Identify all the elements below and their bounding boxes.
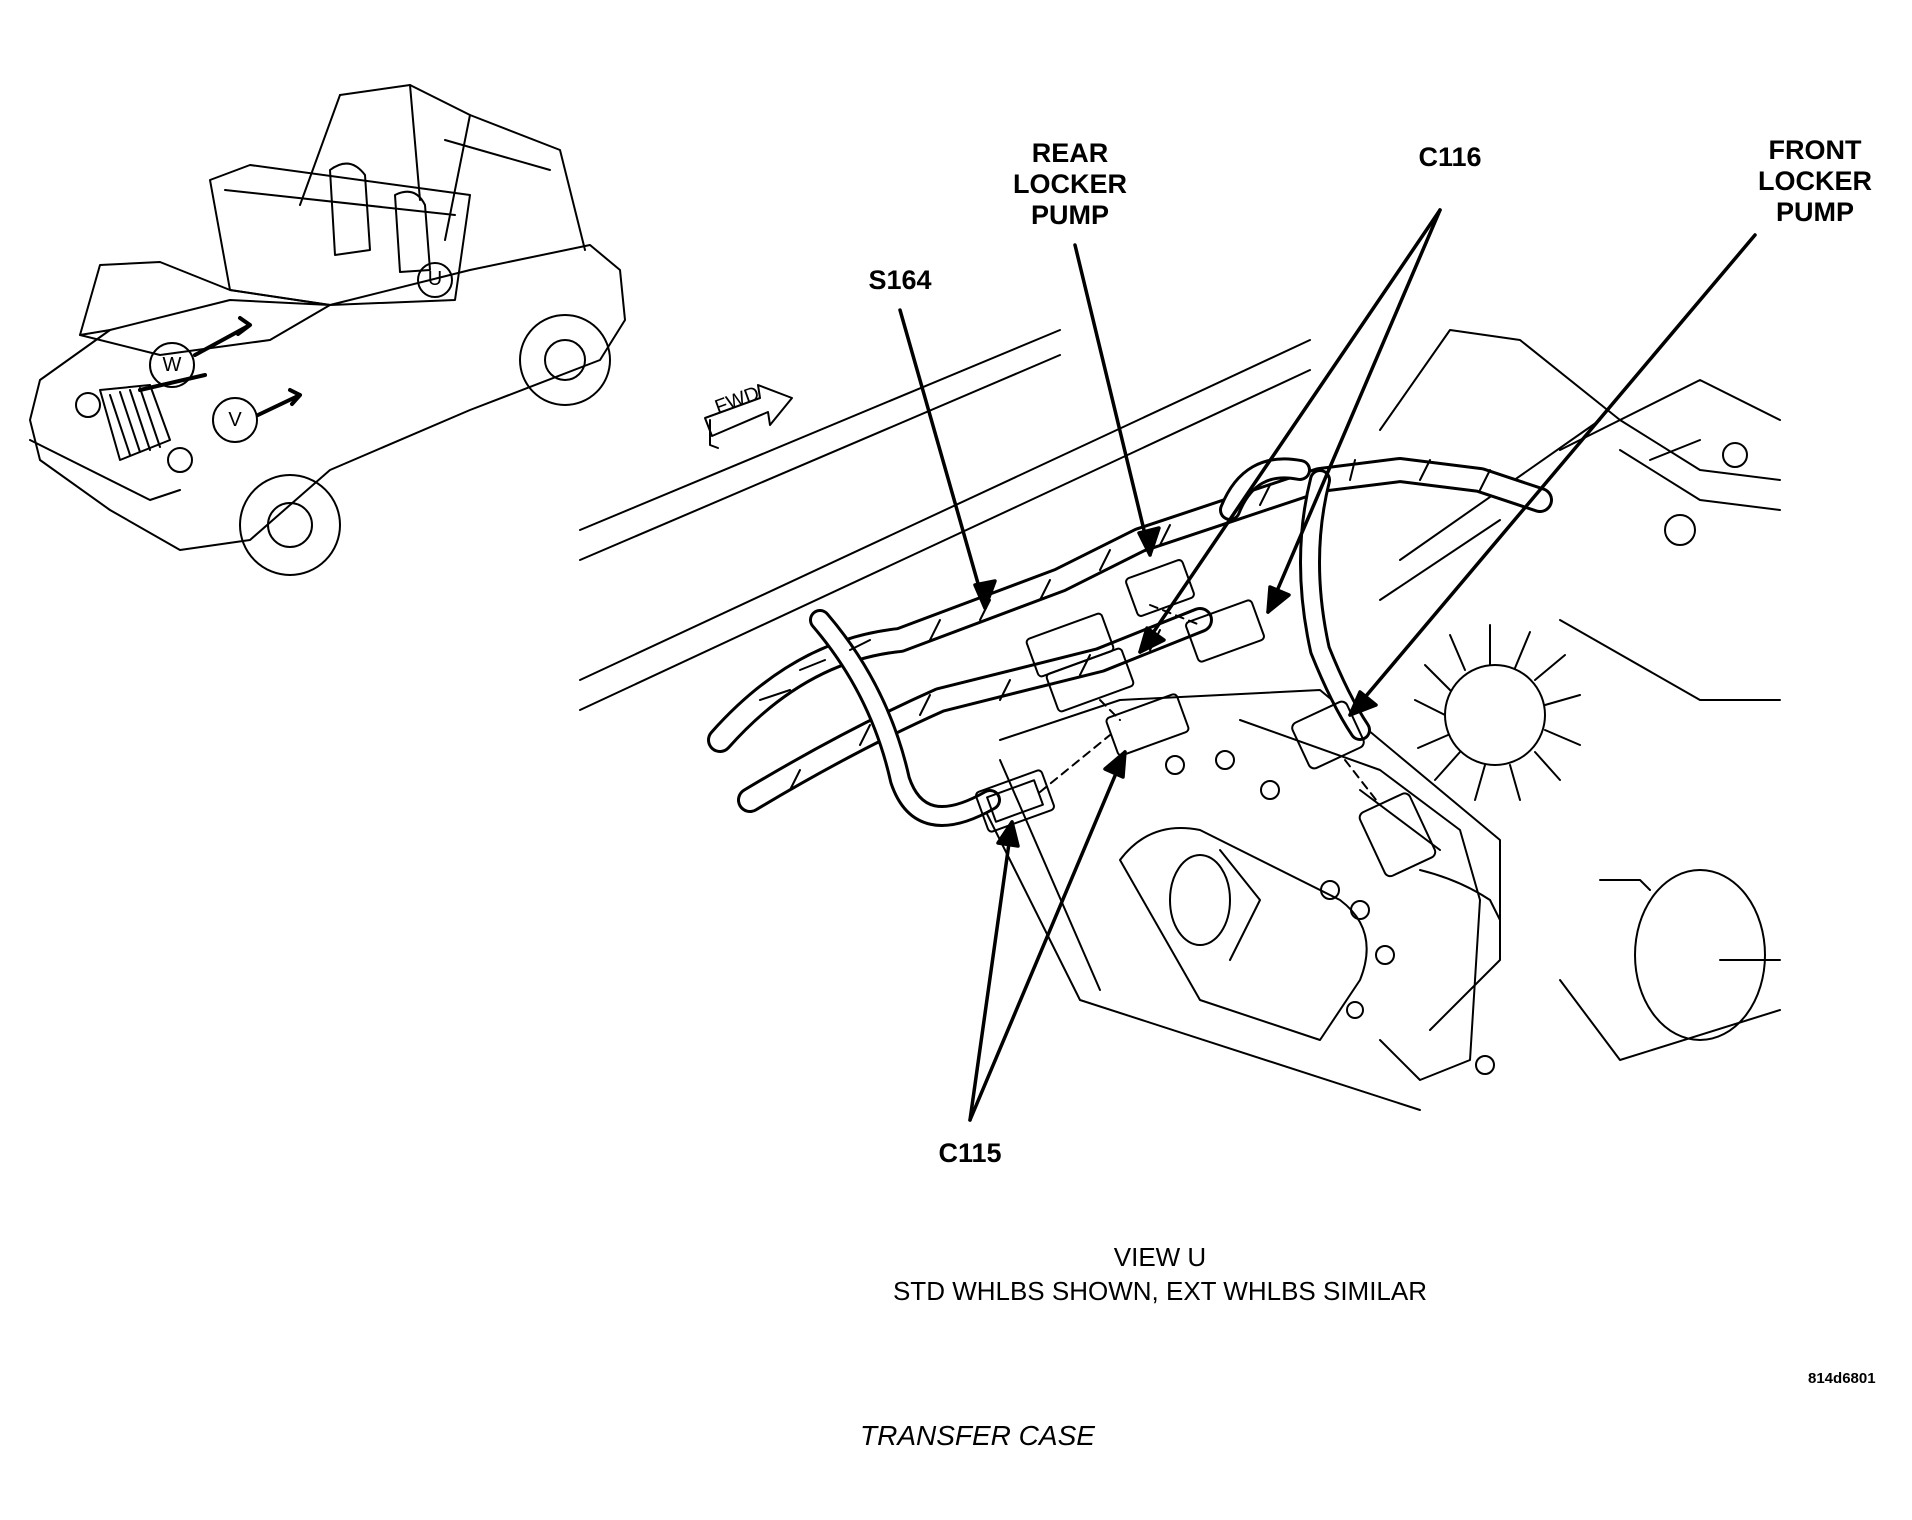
view-w-marker xyxy=(149,342,195,388)
c115-mating-connector xyxy=(1105,693,1190,757)
c115-label: C115 xyxy=(938,1138,1002,1168)
rear-locker-pump-connector xyxy=(1125,559,1195,617)
view-caption: VIEW U STD WHLBS SHOWN, EXT WHLBS SIMILA… xyxy=(892,1242,1428,1306)
front-locker-pump-connector xyxy=(1291,700,1365,770)
figure-id: 814d6801 xyxy=(1808,1370,1876,1387)
view-v-letter: V xyxy=(228,409,242,431)
forward-arrow-icon xyxy=(704,384,793,449)
view-w-letter: W xyxy=(162,354,182,376)
s164-label: S164 xyxy=(868,265,932,295)
diagram-title: TRANSFER CASE xyxy=(860,1420,1095,1451)
c115-connector xyxy=(975,769,1055,833)
view-u-marker xyxy=(417,262,453,298)
view-v-marker xyxy=(212,397,258,443)
vehicle-locator-illustration xyxy=(29,84,626,576)
callout-leader-lines xyxy=(898,208,1757,1122)
transfer-case-detail-illustration xyxy=(579,329,1781,1111)
view-u-letter: U xyxy=(427,268,443,290)
front-locker-pump-mating-connector xyxy=(1358,792,1437,878)
c116-label: C116 xyxy=(1418,142,1482,172)
s164-splice xyxy=(1025,612,1115,678)
c116-connector xyxy=(1185,599,1265,663)
front-locker-pump-label: FRONT LOCKER PUMP xyxy=(1758,135,1872,227)
rear-locker-pump-label: REAR LOCKER PUMP xyxy=(1013,138,1127,230)
